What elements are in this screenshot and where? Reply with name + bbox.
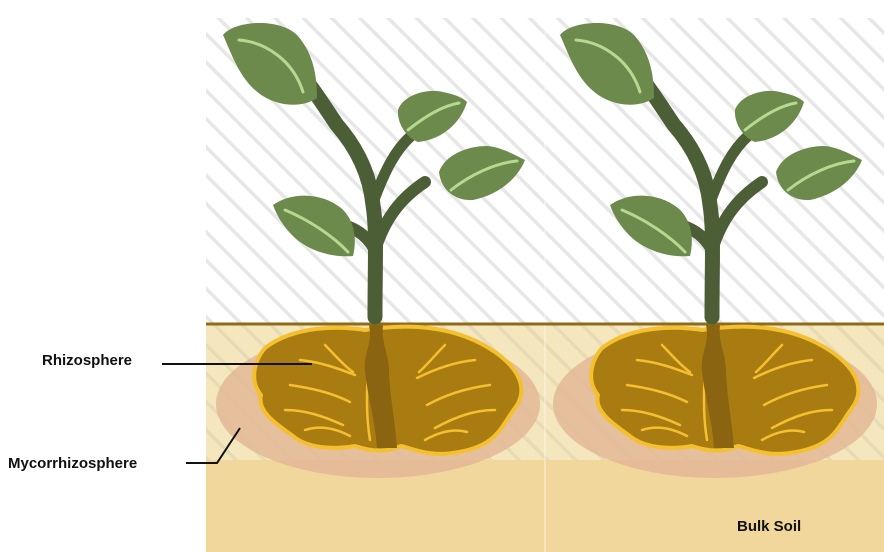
rhizosphere-label: Rhizosphere [42,352,132,369]
root-system [254,325,521,454]
bulk-soil-label: Bulk Soil [737,518,801,535]
root-system [591,325,858,454]
mycorrhizosphere-label: Mycorrhizosphere [8,455,137,472]
